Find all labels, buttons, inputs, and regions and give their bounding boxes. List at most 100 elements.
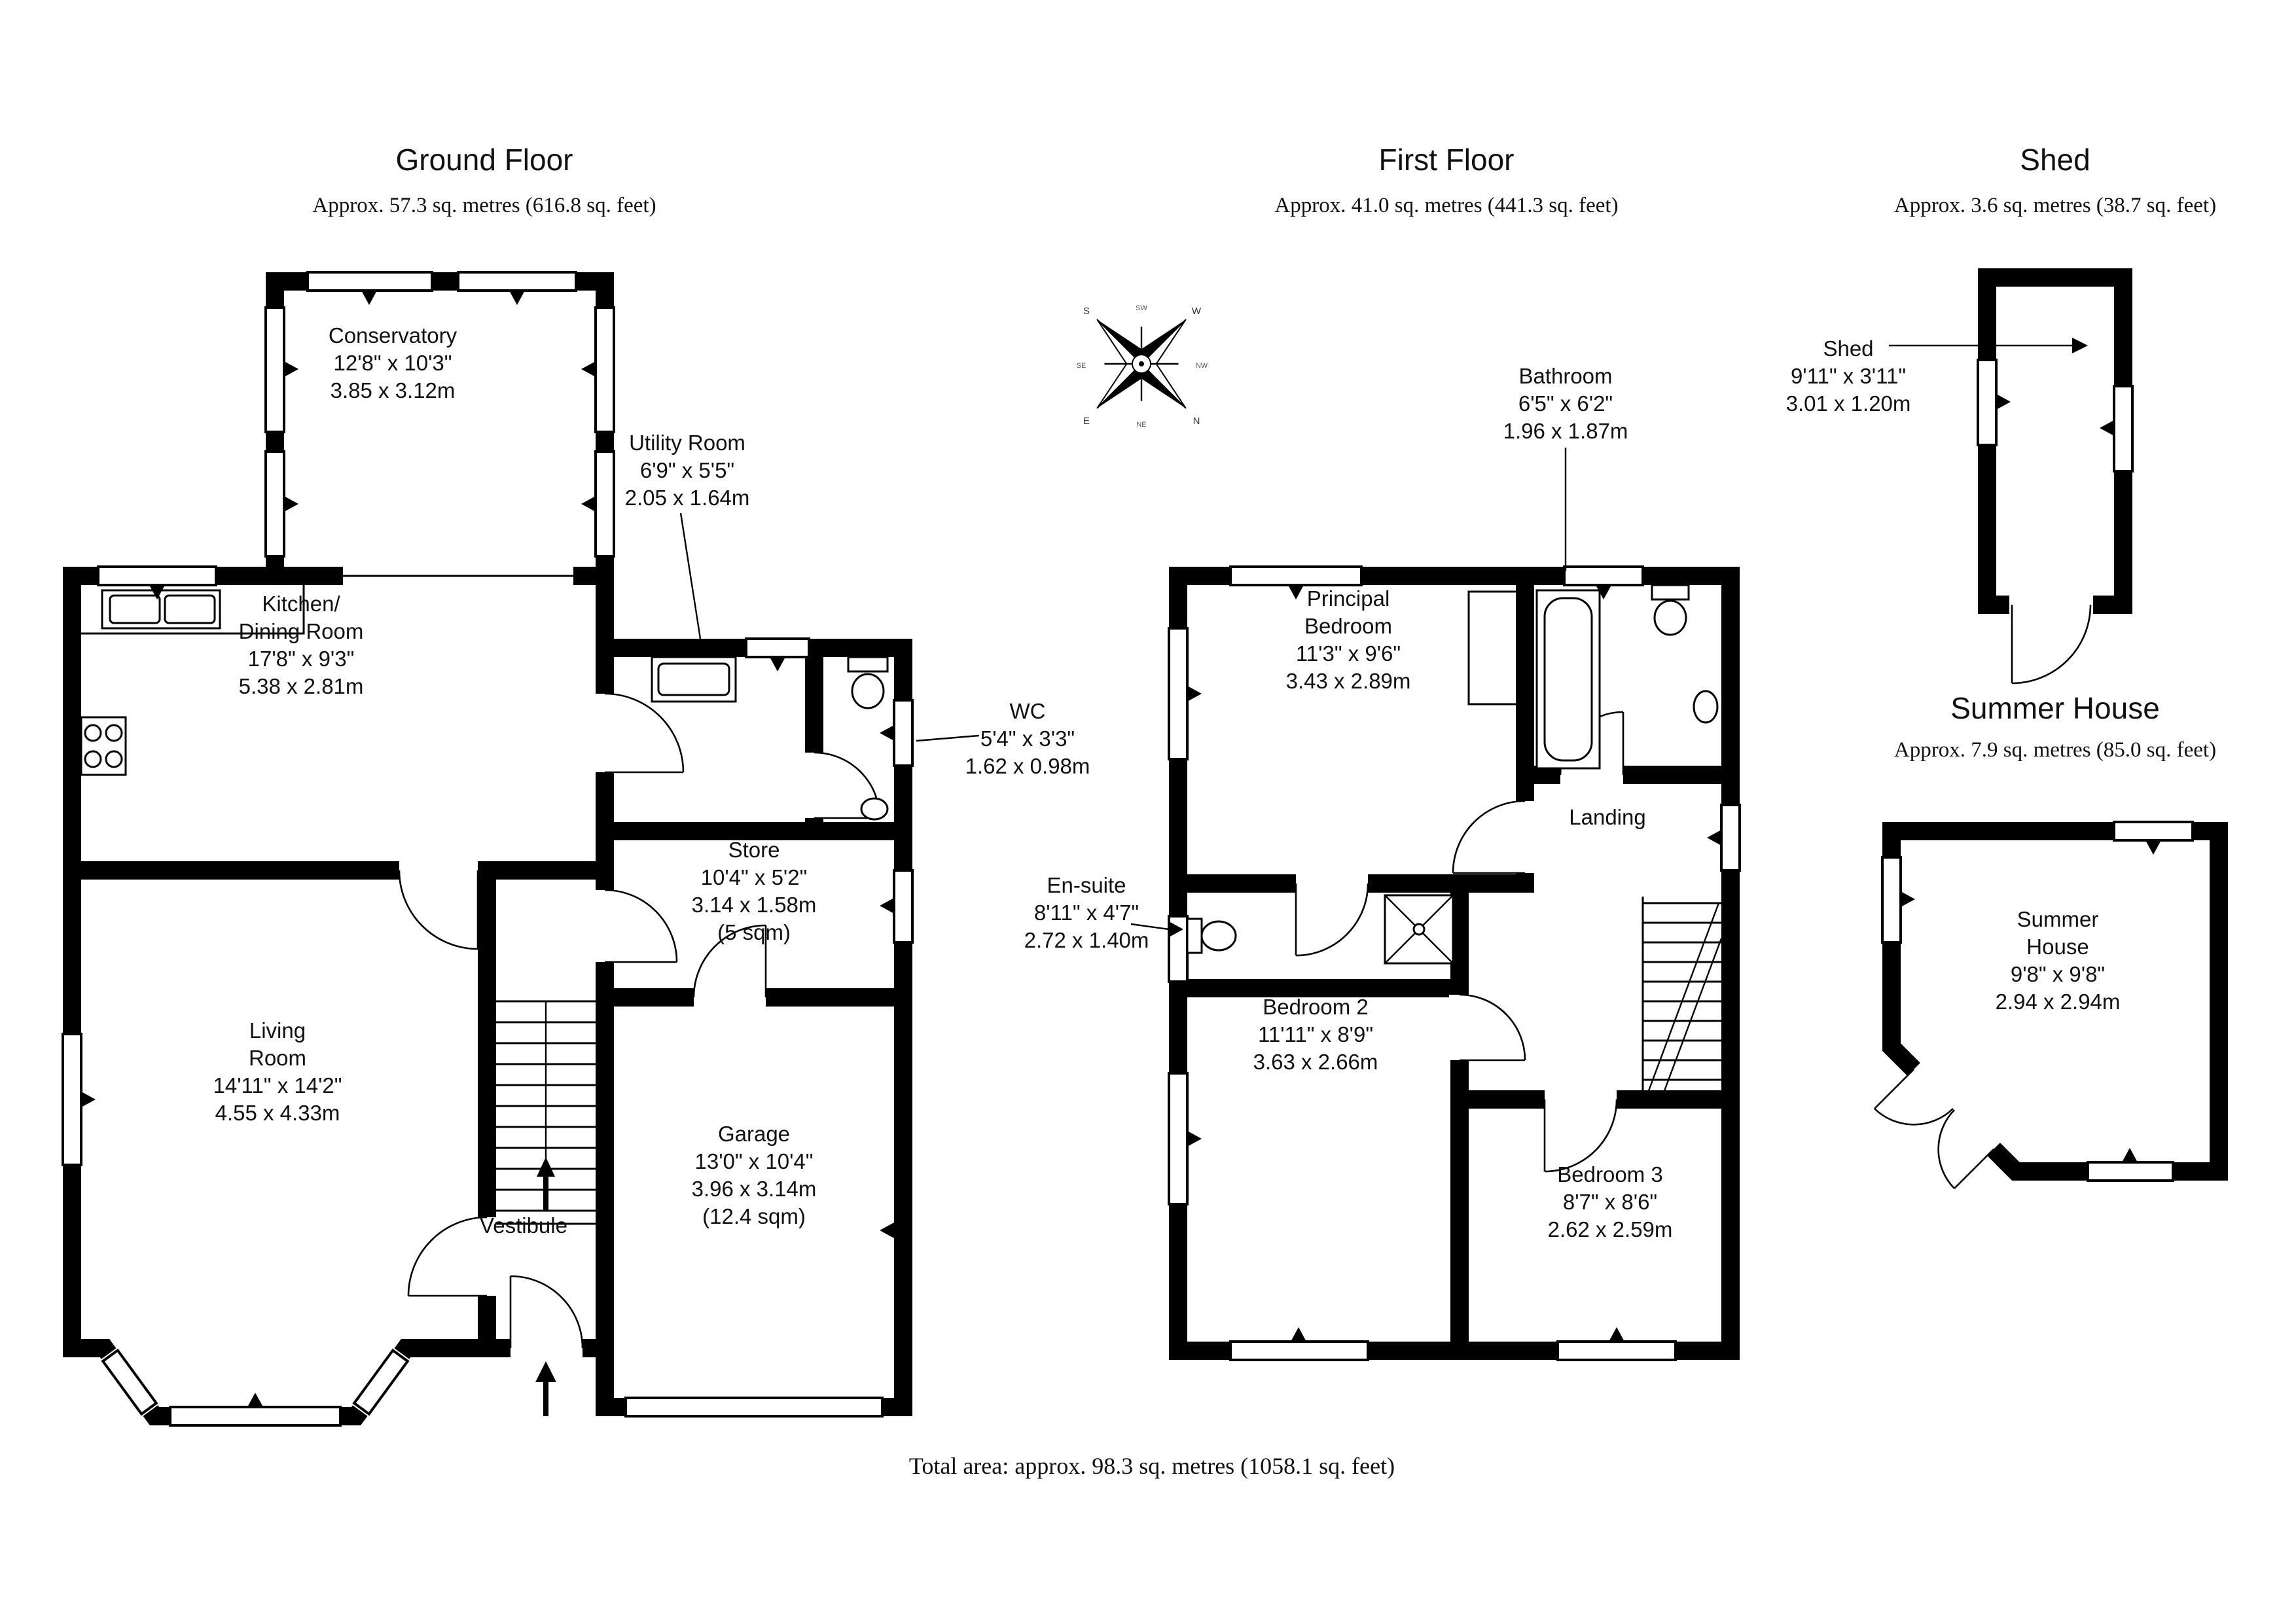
first-direction-arrows xyxy=(1187,585,1721,1342)
conservatory-window-top-1 xyxy=(306,271,433,292)
bathroom-toilet xyxy=(1653,599,1687,636)
total-area-text: Total area: approx. 98.3 sq. metres (105… xyxy=(909,1453,1395,1479)
summer-window-bottom xyxy=(2087,1161,2174,1182)
store-garage-door xyxy=(692,924,767,998)
principal-door xyxy=(1452,800,1526,874)
kitchen-window xyxy=(97,565,217,586)
shed-label-metric: 3.01 x 1.20m xyxy=(1786,391,1911,416)
shed-label-imperial: 9'11" x 3'11" xyxy=(1791,364,1906,388)
utility-door xyxy=(604,692,685,774)
utility-label-metric: 2.05 x 1.64m xyxy=(625,486,750,510)
wc-basin xyxy=(860,797,889,821)
first-room-labels: Bathroom 6'5" x 6'2" 1.96 x 1.87m Princi… xyxy=(1024,364,1673,1241)
living-window-left xyxy=(62,1033,82,1166)
first-floor-subtitle: Approx. 41.0 sq. metres (441.3 sq. feet) xyxy=(1274,194,1618,217)
shed-direction-arrows xyxy=(1996,394,2114,436)
bedroom3-door xyxy=(1543,1099,1618,1173)
conservatory-label-imperial: 12'8" x 10'3" xyxy=(334,351,452,375)
conservatory-window-left-1 xyxy=(264,306,285,433)
garage-door-opening xyxy=(624,1397,884,1418)
principal-window-left xyxy=(1168,627,1189,760)
wc-label-name: WC xyxy=(1010,699,1046,723)
ground-floor-subtitle: Approx. 57.3 sq. metres (616.8 sq. feet) xyxy=(312,194,656,217)
ground-windows xyxy=(62,271,914,1427)
kitchen-living-door xyxy=(398,870,479,950)
bathroom-label-name: Bathroom xyxy=(1518,364,1612,388)
bedroom3-label-name: Bedroom 3 xyxy=(1557,1162,1662,1186)
principal-label-metric: 3.43 x 2.89m xyxy=(1286,669,1411,693)
wc-toilet xyxy=(851,673,885,709)
bedroom2-window-bottom xyxy=(1229,1340,1369,1361)
summer-label-imperial: 9'8" x 9'8" xyxy=(2011,962,2105,986)
bedroom2-label-name: Bedroom 2 xyxy=(1263,995,1368,1019)
garage-label-metric: 3.96 x 3.14m xyxy=(692,1177,817,1201)
garage-label-imperial: 13'0" x 10'4" xyxy=(695,1149,814,1173)
bedroom3-window xyxy=(1556,1340,1677,1361)
first-stairs xyxy=(1641,897,1723,1106)
bay-window-left xyxy=(101,1348,158,1416)
kitchen-label-name2: Dining Room xyxy=(239,619,364,643)
ensuite-label-name: En-suite xyxy=(1047,873,1126,897)
summer-label-name1: Summer xyxy=(2017,907,2099,931)
shed-window-right xyxy=(2113,385,2134,473)
store-door xyxy=(604,889,678,963)
living-label-name1: Living xyxy=(249,1018,306,1043)
first-doors xyxy=(1295,711,1624,1173)
kitchen-label-imperial: 17'8" x 9'3" xyxy=(248,647,355,671)
utility-window xyxy=(745,637,810,658)
conservatory-label-name: Conservatory xyxy=(329,323,457,348)
summer-label-metric: 2.94 x 2.94m xyxy=(1996,990,2121,1014)
store-label-metric: 3.14 x 1.58m xyxy=(692,893,817,917)
shed-leader-arrow xyxy=(2072,338,2088,353)
bedroom2-window-left xyxy=(1168,1072,1189,1205)
cupboard xyxy=(1467,590,1524,705)
conservatory-label-metric: 3.85 x 3.12m xyxy=(331,378,456,402)
bathroom-window xyxy=(1563,565,1644,586)
kitchen-label-name1: Kitchen/ xyxy=(262,592,340,616)
ensuite-leader-arrow xyxy=(1169,921,1183,937)
wc-leader-line xyxy=(916,734,980,742)
stairs-up-arrow-head xyxy=(537,1157,555,1177)
bedroom2-label-imperial: 11'11" x 8'9" xyxy=(1258,1022,1373,1046)
landing-label: Landing xyxy=(1569,805,1645,829)
utility-label-name: Utility Room xyxy=(629,431,745,455)
shed-title: Shed xyxy=(2020,143,2090,177)
store-label-imperial: 10'4" x 5'2" xyxy=(701,865,808,889)
compass-n: N xyxy=(1193,416,1200,427)
bathroom-label-imperial: 6'5" x 6'2" xyxy=(1518,391,1613,416)
bathroom-basin xyxy=(1693,690,1719,724)
compass-w: W xyxy=(1192,306,1202,317)
shed-subtitle: Approx. 3.6 sq. metres (38.7 sq. feet) xyxy=(1894,194,2216,217)
summer-house-openings xyxy=(1874,821,2194,1189)
bedroom3-label-metric: 2.62 x 2.59m xyxy=(1548,1217,1673,1241)
compass-sw: SW xyxy=(1136,304,1147,312)
summer-door-leaf-2 xyxy=(1937,1109,1994,1189)
ground-floor-title: Ground Floor xyxy=(395,143,573,177)
bedroom3-label-imperial: 8'7" x 8'6" xyxy=(1563,1190,1657,1214)
conservatory-window-top-2 xyxy=(457,271,577,292)
vestibule-living-door xyxy=(407,1216,488,1297)
bay-window-centre xyxy=(169,1406,342,1427)
store-label-area: (5 sqm) xyxy=(717,920,791,944)
wc-window xyxy=(893,699,914,767)
ensuite-fixtures xyxy=(1186,894,1454,965)
summer-label-name2: House xyxy=(2026,935,2089,959)
bathroom-label-metric: 1.96 x 1.87m xyxy=(1503,419,1628,443)
utility-fixtures xyxy=(651,656,737,703)
bay-window-right xyxy=(352,1348,410,1416)
entrance-arrow xyxy=(535,1361,556,1416)
ground-stairs xyxy=(496,1000,596,1225)
shed-window-left xyxy=(1977,359,1998,446)
garage-label-area: (12.4 sqm) xyxy=(702,1204,806,1228)
conservatory-window-right-2 xyxy=(594,450,615,558)
wc-label-metric: 1.62 x 0.98m xyxy=(965,754,1090,778)
utility-label-imperial: 6'9" x 5'5" xyxy=(640,458,734,482)
ground-floor: Ground Floor Approx. 57.3 sq. metres (61… xyxy=(62,143,1090,1427)
wc-toilet-cistern xyxy=(847,656,889,673)
compass-ne: NE xyxy=(1136,421,1146,429)
summer-house-subtitle: Approx. 7.9 sq. metres (85.0 sq. feet) xyxy=(1894,738,2216,762)
wc-label-imperial: 5'4" x 3'3" xyxy=(980,726,1075,751)
summer-window-left xyxy=(1881,856,1902,944)
vestibule-label: Vestibule xyxy=(480,1213,567,1238)
conservatory-window-right-1 xyxy=(594,306,615,433)
